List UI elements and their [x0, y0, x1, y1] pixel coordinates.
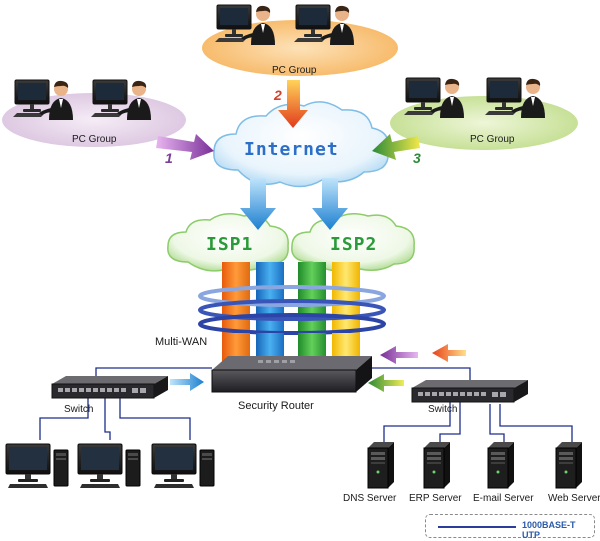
- erp-server-label: ERP Server: [409, 493, 462, 504]
- switch-right-icon: [411, 379, 529, 403]
- person-icon: [484, 77, 546, 119]
- email-server-icon: [487, 441, 515, 489]
- isp2-cloud-icon: [291, 213, 415, 272]
- person-icon: [90, 79, 152, 121]
- isp1-label: ISP1: [206, 234, 254, 255]
- arrow-icon: [170, 373, 204, 391]
- person-icon: [214, 4, 276, 46]
- multi-wan-rings-icon: [198, 285, 386, 335]
- pc-group-right-label: PC Group: [470, 134, 515, 145]
- internet-label: Internet: [244, 139, 339, 160]
- legend-label: 1000BASE-T UTP: [522, 520, 576, 540]
- multi-wan-label: Multi-WAN: [155, 336, 208, 348]
- arrow-icon: [278, 80, 308, 128]
- step-1-label: 1: [165, 150, 173, 166]
- dns-server-label: DNS Server: [343, 493, 397, 504]
- email-server-label: E-mail Server: [473, 493, 534, 504]
- desktop-tower-icon: [5, 443, 69, 489]
- arrow-icon: [368, 374, 404, 392]
- person-icon: [293, 4, 355, 46]
- isp2-label: ISP2: [330, 234, 378, 255]
- utp-cables: [39, 367, 573, 446]
- erp-server-icon: [423, 441, 451, 489]
- switch-right-label: Switch: [428, 404, 458, 415]
- arrow-icon: [380, 346, 418, 364]
- step-3-label: 3: [413, 150, 421, 166]
- person-icon: [403, 77, 465, 119]
- legend-cable-swatch: [438, 526, 516, 528]
- internet-cloud-icon: [213, 101, 390, 188]
- desktop-tower-icon: [77, 443, 141, 489]
- switch-left-icon: [51, 375, 169, 399]
- security-router-icon: [211, 356, 372, 393]
- web-server-label: Web Server: [548, 493, 600, 504]
- desktop-tower-icon: [151, 443, 215, 489]
- arrow-icon: [156, 134, 214, 160]
- dns-server-icon: [367, 441, 395, 489]
- switch-left-label: Switch: [64, 404, 94, 415]
- pc-group-top-label: PC Group: [272, 65, 317, 76]
- person-icon: [12, 79, 74, 121]
- security-router-label: Security Router: [238, 400, 314, 412]
- web-server-icon: [555, 441, 583, 489]
- legend: 1000BASE-T UTP: [425, 514, 595, 540]
- arrow-icon: [240, 178, 276, 230]
- pc-group-left-label: PC Group: [72, 134, 117, 145]
- arrow-icon: [372, 134, 420, 160]
- arrow-icon: [312, 178, 348, 230]
- arrow-icon: [432, 344, 466, 362]
- step-2-label: 2: [274, 87, 282, 103]
